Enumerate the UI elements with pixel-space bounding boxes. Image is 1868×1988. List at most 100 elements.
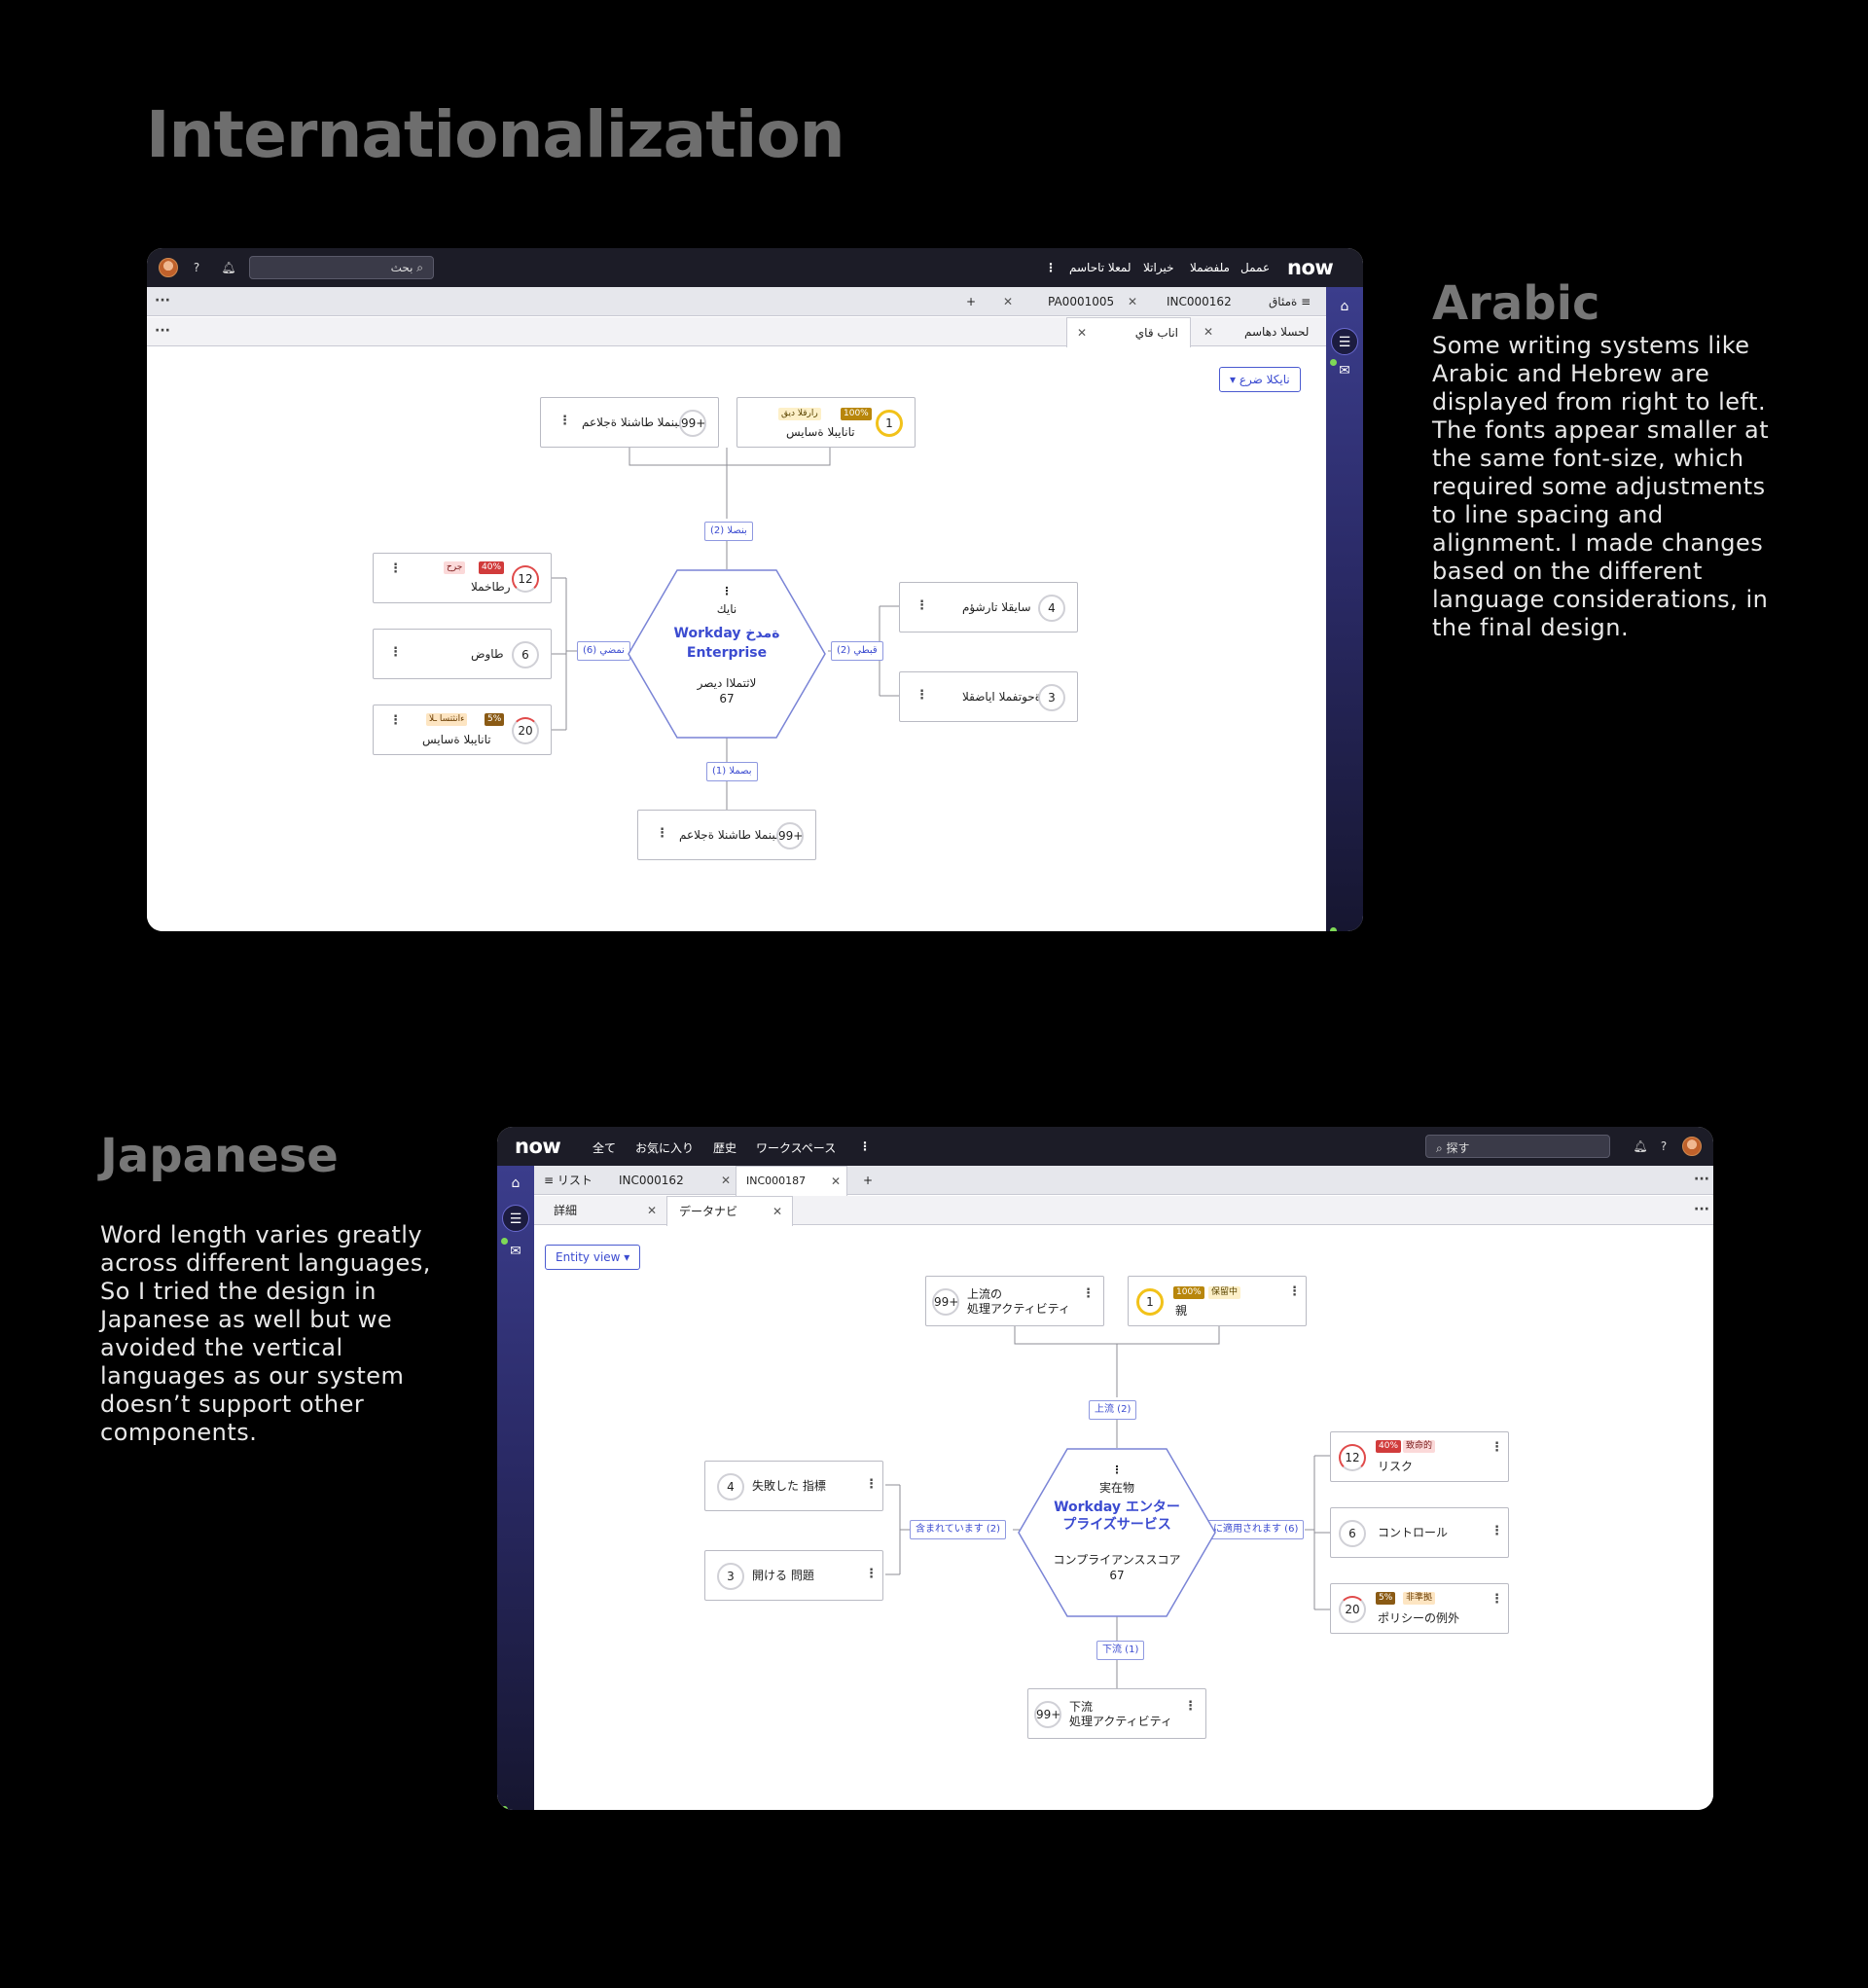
avatar[interactable] xyxy=(1682,1137,1702,1156)
tab-list[interactable]: ةمئاق ≡ xyxy=(1269,287,1311,316)
card-parent-policy[interactable]: رارقلا ديق 100% تانايبلا ةسايس 1 xyxy=(736,397,916,448)
kebab-icon[interactable]: ⋮ xyxy=(1491,1592,1503,1607)
kebab-icon[interactable]: ⋮ xyxy=(1288,1284,1301,1299)
card-metrics[interactable]: ⋮ سايقلا تارشؤم 4 xyxy=(899,582,1078,633)
entity-view-dropdown[interactable]: Entity view ▾ xyxy=(545,1245,641,1270)
add-tab-button[interactable]: + xyxy=(863,1174,874,1187)
list-icon[interactable]: ☰ xyxy=(502,1205,529,1232)
kebab-icon[interactable]: ⋮ xyxy=(865,1567,878,1581)
more-subtabs-icon[interactable]: ··· xyxy=(1694,1202,1709,1217)
card-controls[interactable]: 6 コントロール ⋮ xyxy=(1330,1507,1509,1558)
kebab-icon[interactable]: ⋮ xyxy=(389,713,402,728)
menu-favorites[interactable]: お気に入り xyxy=(635,1141,695,1155)
card-controls[interactable]: ⋮ طاوض 6 xyxy=(373,629,552,679)
close-icon[interactable]: ✕ xyxy=(1077,326,1088,340)
list-icon[interactable]: ☰ xyxy=(1331,328,1358,355)
bell-icon[interactable]: 🔔︎ xyxy=(1633,1139,1648,1153)
kebab-icon[interactable]: ⋮ xyxy=(389,561,402,576)
tab-pa0001005[interactable]: PA0001005 xyxy=(1048,295,1115,308)
menu-favorites[interactable]: ملفضملا xyxy=(1190,261,1230,274)
card-label: コントロール xyxy=(1378,1526,1449,1539)
tab-inc000162[interactable]: INC000162 xyxy=(619,1174,684,1187)
menu-all[interactable]: 全て xyxy=(593,1141,617,1155)
kebab-icon[interactable]: ⋮ xyxy=(1184,1699,1197,1714)
card-open-issues[interactable]: 3 開ける 問題 ⋮ xyxy=(704,1550,883,1601)
kebab-icon[interactable]: ⋮ xyxy=(865,1477,878,1492)
more-tabs-icon[interactable]: ··· xyxy=(1694,1172,1709,1187)
menu-workspaces[interactable]: لمعلا تاحاسم xyxy=(1069,261,1132,274)
card-label: طاوض xyxy=(471,647,504,661)
card-failed-metrics[interactable]: 4 失敗した 指標 ⋮ xyxy=(704,1461,883,1511)
subtab-details[interactable]: لحسلا دهاسم xyxy=(1244,325,1310,339)
kebab-icon[interactable]: ⋮ xyxy=(1491,1440,1503,1455)
bell-icon[interactable]: 🔔︎ xyxy=(221,261,236,274)
more-tabs-icon[interactable]: ··· xyxy=(155,293,170,308)
kebab-icon[interactable]: ⋮ xyxy=(721,585,733,597)
help-icon[interactable]: ? xyxy=(193,261,200,274)
help-icon[interactable]: ? xyxy=(1660,1139,1668,1153)
avatar[interactable] xyxy=(159,258,178,277)
search-input[interactable]: بحث ⌕ xyxy=(249,256,434,279)
kebab-icon[interactable]: ⋮ xyxy=(916,688,928,703)
more-subtabs-icon[interactable]: ··· xyxy=(155,323,170,339)
subtab-data-nav[interactable]: データナビ ✕ xyxy=(666,1196,793,1226)
kebab-icon[interactable]: ⋮ xyxy=(656,826,668,841)
card-policy-exceptions[interactable]: ⋮ ءانثتسا ـلا 5% تانايبلا ةسايس 20 xyxy=(373,705,552,755)
kebab-icon[interactable]: ⋮ xyxy=(389,645,402,660)
add-tab-button[interactable]: + xyxy=(966,295,977,308)
card-risks[interactable]: 12 40% 致命的 リスク ⋮ xyxy=(1330,1431,1509,1482)
more-menu-icon[interactable]: ⋮ xyxy=(1045,261,1057,274)
card-downstream-activity[interactable]: ⋮ عبنملا طاشنلا ةجلاعم 99+ xyxy=(637,810,816,860)
more-menu-icon[interactable]: ⋮ xyxy=(859,1139,871,1153)
menu-history[interactable]: خيراتلا xyxy=(1143,261,1174,274)
inbox-icon[interactable]: ✉ xyxy=(510,1244,521,1259)
card-label: تانايبلا ةسايس xyxy=(786,425,855,439)
status-badge: رارقلا ديق xyxy=(778,408,821,420)
home-icon[interactable]: ⌂ xyxy=(1340,299,1349,314)
card-upstream-activity[interactable]: 99+ 上流の 処理アクティビティ ⋮ xyxy=(925,1276,1104,1326)
close-icon[interactable]: ✕ xyxy=(721,1174,732,1187)
home-icon[interactable]: ⌂ xyxy=(511,1175,521,1191)
subtab-data-nav[interactable]: ✕ اناب قاي xyxy=(1066,317,1191,347)
card-label: 開ける 問題 xyxy=(752,1569,814,1582)
close-icon[interactable]: ✕ xyxy=(647,1204,658,1217)
card-count: 6 xyxy=(1339,1520,1366,1547)
card-risks[interactable]: ⋮ جرح 40% رطاخملا 12 xyxy=(373,553,552,603)
diagram-canvas: Entity view ▾ 99+ 上流の 処理アクティビティ ⋮ 1 100%… xyxy=(534,1227,1713,1810)
kebab-icon[interactable]: ⋮ xyxy=(1491,1524,1503,1538)
japanese-topbar: now 全て お気に入り 歴史 ワークスペース ⋮ ⌕ 探す 🔔︎ ? xyxy=(497,1127,1713,1166)
entity-view-dropdown[interactable]: ▾ نايكلا ضرع xyxy=(1219,367,1301,392)
menu-history[interactable]: 歴史 xyxy=(713,1141,737,1155)
center-entity-node[interactable]: ⋮ نايك Workday ةمدخ Enterprise لاثتملاا … xyxy=(627,569,827,739)
card-policy-exceptions[interactable]: 20 5% 非準拠 ポリシーの例外 ⋮ xyxy=(1330,1583,1509,1634)
close-icon[interactable]: ✕ xyxy=(772,1205,783,1218)
card-upstream-activity[interactable]: ⋮ عبنملا طاشنلا ةجلاعم 99+ xyxy=(540,397,719,448)
card-open-issues[interactable]: ⋮ ةحوتفملا اياضقلا 3 xyxy=(899,671,1078,722)
kebab-icon[interactable]: ⋮ xyxy=(1082,1286,1095,1301)
inbox-icon[interactable]: ✉ xyxy=(1339,363,1350,379)
search-input[interactable]: ⌕ 探す xyxy=(1425,1135,1610,1158)
now-logo[interactable]: now xyxy=(515,1135,561,1158)
card-label: تانايبلا ةسايس xyxy=(422,733,491,746)
kebab-icon[interactable]: ⋮ xyxy=(916,598,928,613)
menu-workspaces[interactable]: ワークスペース xyxy=(756,1141,837,1155)
menu-all[interactable]: عممل xyxy=(1240,261,1271,274)
search-icon: ⌕ xyxy=(1436,1141,1447,1155)
close-icon[interactable]: ✕ xyxy=(831,1175,842,1188)
chevron-down-icon: ▾ xyxy=(1230,373,1239,386)
subtab-details[interactable]: 詳細 xyxy=(554,1204,578,1217)
center-entity-node[interactable]: ⋮ 実在物 Workday エンター プライズサービス コンプライアンススコア … xyxy=(1017,1448,1217,1617)
now-logo[interactable]: now xyxy=(1287,256,1334,279)
tab-inc000162[interactable]: INC000162 xyxy=(1167,295,1232,308)
card-downstream-activity[interactable]: 99+ 下流 処理アクティビティ ⋮ xyxy=(1027,1688,1206,1739)
tab-list[interactable]: ≡ リスト xyxy=(544,1166,593,1195)
kebab-icon[interactable]: ⋮ xyxy=(1111,1464,1123,1476)
kebab-icon[interactable]: ⋮ xyxy=(558,414,571,428)
close-icon[interactable]: ✕ xyxy=(1003,295,1014,308)
tab-inc000187[interactable]: INC000187 ✕ xyxy=(736,1166,847,1196)
card-label: 上流の xyxy=(967,1287,1003,1301)
card-count: 1 xyxy=(1136,1288,1164,1316)
close-icon[interactable]: ✕ xyxy=(1128,295,1138,308)
close-icon[interactable]: ✕ xyxy=(1203,325,1214,339)
card-parent[interactable]: 1 100% 保留中 親 ⋮ xyxy=(1128,1276,1307,1326)
